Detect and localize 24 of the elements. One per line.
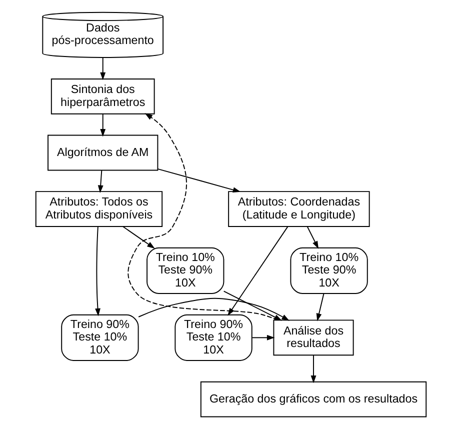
arrow <box>128 113 279 321</box>
node-box: Sintonia dos hiperparâmetros <box>50 78 155 114</box>
node-box: Treino 90% Teste 10% 10X <box>61 314 139 361</box>
arrow <box>223 290 282 321</box>
arrow <box>100 114 106 137</box>
arrow <box>122 226 155 249</box>
node-box: Algorítmos de AM <box>48 134 158 171</box>
arrow <box>310 354 316 384</box>
node-box: Atributos: Coordenadas (Latitude e Longitude) <box>228 191 370 227</box>
arrow <box>138 298 290 321</box>
node-box: Treino 90% Teste 10% 10X <box>174 314 252 361</box>
arrow <box>95 226 100 316</box>
node-box: Atributos: Todos os Atributos disponíveis <box>35 191 163 227</box>
arrow <box>252 334 275 340</box>
arrow <box>228 226 288 316</box>
arrow <box>98 170 104 194</box>
node-box: Análise dos resultados <box>273 320 354 356</box>
arrow <box>100 57 106 80</box>
arrow <box>157 168 241 192</box>
arrow <box>316 293 324 322</box>
node-box: Treino 10% Teste 90% 10X <box>146 247 224 294</box>
node-box: Geração dos gráficos com os resultados <box>200 381 427 418</box>
node-box: Treino 10% Teste 90% 10X <box>290 247 368 294</box>
arrow <box>306 226 319 249</box>
